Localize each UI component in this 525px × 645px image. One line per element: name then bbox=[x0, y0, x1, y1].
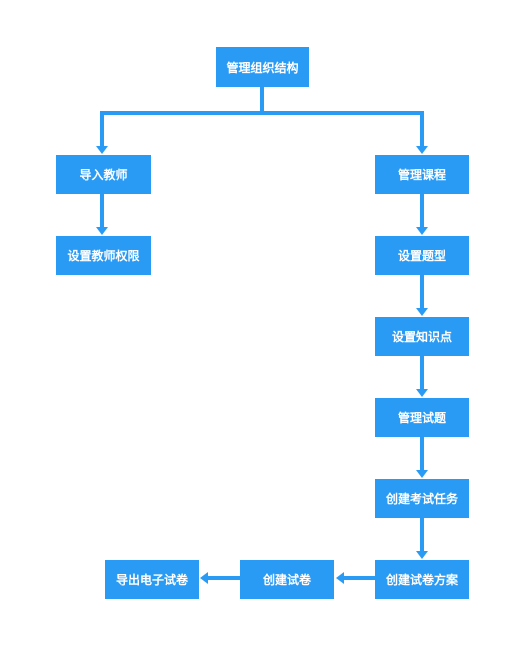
arrowhead-questions bbox=[416, 389, 428, 397]
arrowhead-export-paper bbox=[200, 572, 208, 584]
node-knowledge-points: 设置知识点 bbox=[375, 317, 469, 356]
arrowhead-courses bbox=[416, 146, 428, 154]
node-import-teachers: 导入教师 bbox=[56, 155, 151, 194]
node-paper-plan: 创建试卷方案 bbox=[375, 560, 469, 599]
node-create-paper: 创建试卷 bbox=[240, 560, 334, 599]
arrowhead-paper-plan bbox=[416, 551, 428, 559]
node-teacher-permissions: 设置教师权限 bbox=[56, 236, 151, 275]
arrowhead-question-types bbox=[416, 227, 428, 235]
node-manage-questions: 管理试题 bbox=[375, 398, 469, 437]
node-manage-org: 管理组织结构 bbox=[216, 47, 309, 87]
node-exam-task: 创建考试任务 bbox=[375, 479, 469, 518]
arrowhead-knowledge-points bbox=[416, 308, 428, 316]
arrowhead-exam-task bbox=[416, 470, 428, 478]
arrowhead-import-teachers bbox=[96, 146, 108, 154]
node-manage-courses: 管理课程 bbox=[375, 155, 469, 194]
node-question-types: 设置题型 bbox=[375, 236, 469, 275]
arrowhead-teacher-perms bbox=[96, 227, 108, 235]
node-export-paper: 导出电子试卷 bbox=[105, 560, 199, 599]
arrowhead-create-paper bbox=[336, 572, 344, 584]
